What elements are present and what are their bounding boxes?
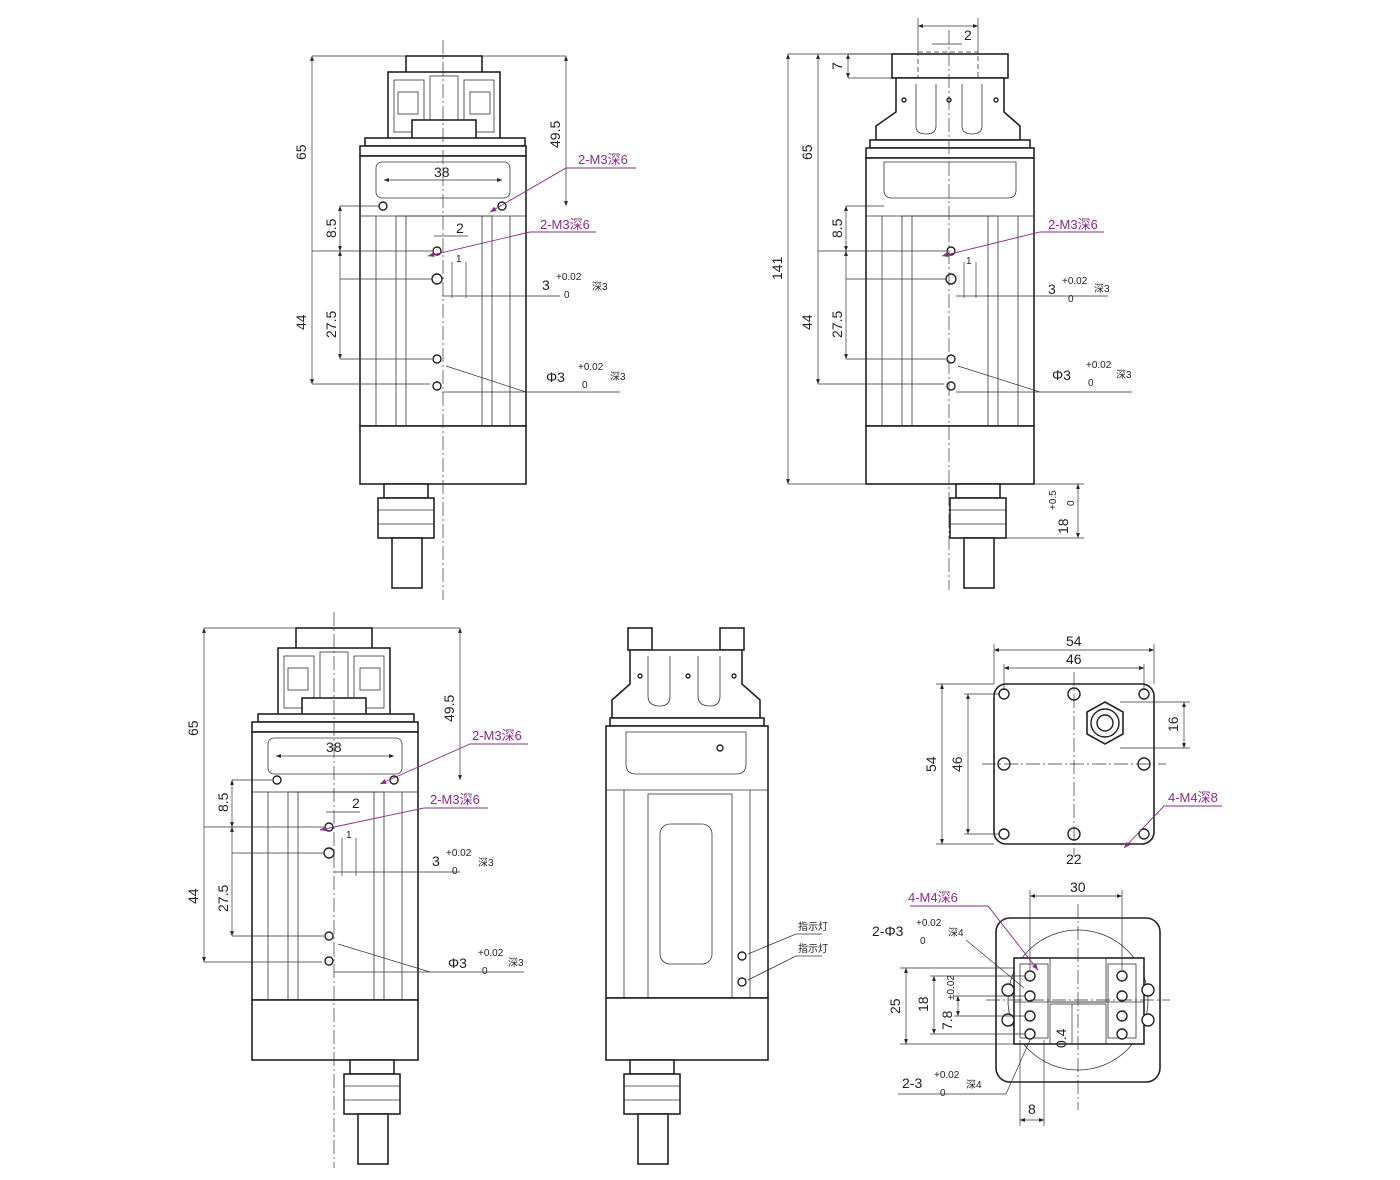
v3-tol-3-upper: +0.02 xyxy=(446,848,472,859)
v6-callout-m4: 4-M4深6 xyxy=(908,890,958,905)
v6-dim-8: 8 xyxy=(1028,1101,1036,1117)
v6-dim-0-4: 0.4 xyxy=(1053,1028,1069,1048)
v2-tol-3-upper: +0.02 xyxy=(1062,276,1088,287)
v3-tol-3-depth: 深3 xyxy=(478,857,494,869)
v6-dim-25: 25 xyxy=(887,998,903,1014)
v2-tol-3-depth: 深3 xyxy=(1094,283,1110,295)
v3-tol-3-lower: 0 xyxy=(452,866,458,877)
v6-dim-7-8: 7.8 xyxy=(939,1010,955,1030)
v2-tol-18-lower: 0 xyxy=(1066,500,1077,506)
v6-dim-30: 30 xyxy=(1070,879,1086,895)
v3-tol-phi3-base: Φ3 xyxy=(448,955,467,971)
v1-dim-49-5: 49.5 xyxy=(547,121,563,148)
v2-tol-phi3-lower: 0 xyxy=(1088,378,1094,389)
v2-dim-7: 7 xyxy=(829,62,845,70)
v6-tol-phi3-depth: 深4 xyxy=(948,927,964,939)
v2-tol-phi3-base: Φ3 xyxy=(1052,367,1071,383)
v2-tol-phi3-upper: +0.02 xyxy=(1086,360,1112,371)
v1-tol-3-base: 3 xyxy=(542,277,550,293)
v3-tol-phi3-lower: 0 xyxy=(482,966,488,977)
view-front-top-left: 65 49.5 38 8.5 2 44 27.5 1 2-M3深6 2-M3深6… xyxy=(293,40,636,600)
v2-tol-18-upper: +0.5 xyxy=(1048,490,1059,510)
v1-callout-m3-mid: 2-M3深6 xyxy=(540,217,590,232)
v3-dim-27-5: 27.5 xyxy=(215,885,231,912)
v3-tol-phi3-upper: +0.02 xyxy=(478,948,504,959)
v5-dim-22: 22 xyxy=(1066,851,1082,867)
v6-tol-phi3-lower: 0 xyxy=(920,936,926,947)
v2-tol-phi3-depth: 深3 xyxy=(1116,369,1132,381)
v1-dim-1: 1 xyxy=(456,254,462,265)
v1-tol-3-lower: 0 xyxy=(564,290,570,301)
v3-callout-m3-mid: 2-M3深6 xyxy=(430,792,480,807)
v3-dim-44: 44 xyxy=(185,888,201,904)
v6-tol-3-lower: 0 xyxy=(940,1088,946,1099)
v3-tol-3-base: 3 xyxy=(432,853,440,869)
v1-dim-38: 38 xyxy=(434,164,450,180)
v2-dim-65: 65 xyxy=(799,144,815,160)
v2-dim-27-5: 27.5 xyxy=(829,311,845,338)
v6-tol-3-upper: +0.02 xyxy=(934,1070,960,1081)
v3-tol-phi3-depth: 深3 xyxy=(508,957,524,969)
v5-dim-46-width: 46 xyxy=(1066,651,1082,667)
view-front-bottom-left: 65 49.5 38 8.5 2 44 27.5 1 2-M3深6 2-M3深6… xyxy=(185,612,528,1168)
v3-dim-65: 65 xyxy=(185,720,201,736)
v6-dim-7-8-tol: ±0.02 xyxy=(946,975,957,1000)
v2-dim-2: 2 xyxy=(964,27,972,43)
v2-dim-44: 44 xyxy=(799,314,815,330)
v1-tol-phi3-depth: 深3 xyxy=(610,371,626,383)
v4-indicator-label-1: 指示灯 xyxy=(798,920,828,933)
v2-dim-141: 141 xyxy=(769,256,785,280)
v5-dim-54-width: 54 xyxy=(1066,633,1082,649)
v6-tol-3-base: 2-3 xyxy=(902,1075,922,1091)
view-bottom-square: 30 25 18 7.8 ±0.02 0.4 8 4-M4深6 2-Φ3 +0.… xyxy=(872,879,1170,1126)
v3-dim-38: 38 xyxy=(326,739,342,755)
v6-tol-phi3-upper: +0.02 xyxy=(916,918,942,929)
v5-dim-46-height: 46 xyxy=(949,756,965,772)
v5-callout-m4: 4-M4深8 xyxy=(1168,790,1218,805)
v1-dim-8-5: 8.5 xyxy=(323,218,339,238)
v2-tol-3-lower: 0 xyxy=(1068,294,1074,305)
v3-dim-8-5: 8.5 xyxy=(215,792,231,812)
v1-dim-44: 44 xyxy=(293,314,309,330)
v6-dim-18: 18 xyxy=(915,996,931,1012)
v2-tol-18-base: 18 xyxy=(1055,518,1071,534)
view-top-square: 54 46 54 46 16 22 4-M4深8 xyxy=(923,633,1222,867)
v4-indicator-label-2: 指示灯 xyxy=(798,942,828,955)
v2-callout-m3: 2-M3深6 xyxy=(1048,217,1098,232)
v3-dim-1: 1 xyxy=(346,830,352,841)
view-side-top-right: 2 7 65 141 8.5 44 27.5 1 2-M3深6 3 +0.02 … xyxy=(769,18,1132,590)
v6-tol-3-depth: 深4 xyxy=(966,1079,982,1091)
v6-tol-phi3-base: 2-Φ3 xyxy=(872,923,904,939)
v1-callout-m3-top: 2-M3深6 xyxy=(578,152,628,167)
v2-dim-1: 1 xyxy=(966,256,972,267)
v3-callout-m3-top: 2-M3深6 xyxy=(472,728,522,743)
v1-tol-phi3-base: Φ3 xyxy=(546,369,565,385)
v5-dim-16: 16 xyxy=(1165,716,1181,732)
v1-tol-phi3-lower: 0 xyxy=(582,380,588,391)
v1-tol-3-depth: 深3 xyxy=(592,281,608,293)
v2-dim-8-5: 8.5 xyxy=(829,218,845,238)
v3-dim-49-5: 49.5 xyxy=(441,695,457,722)
v1-tol-phi3-upper: +0.02 xyxy=(578,362,604,373)
v1-dim-2: 2 xyxy=(456,220,464,236)
v1-tol-3-upper: +0.02 xyxy=(556,272,582,283)
view-side-bottom-middle: 指示灯 指示灯 xyxy=(605,627,828,1165)
v1-dim-65: 65 xyxy=(293,144,309,160)
v1-dim-27-5: 27.5 xyxy=(323,311,339,338)
v3-dim-2: 2 xyxy=(352,795,360,811)
v2-tol-3-base: 3 xyxy=(1048,281,1056,297)
v5-dim-54-height: 54 xyxy=(923,756,939,772)
